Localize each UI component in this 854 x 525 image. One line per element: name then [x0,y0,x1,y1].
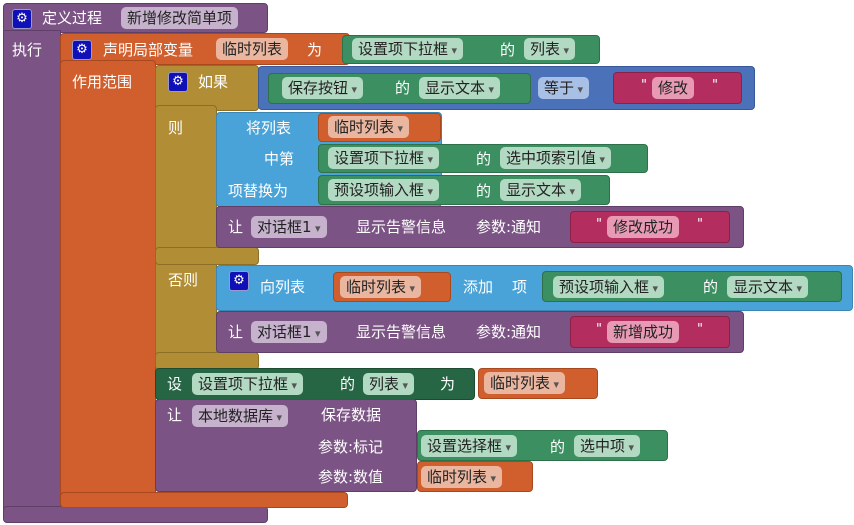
of-label: 的 [703,278,719,296]
component-dropdown[interactable]: 设置项下拉框 [352,38,464,60]
quote-mark: " [641,78,647,93]
method-label: 显示告警信息 [356,218,447,236]
to-label: 为 [440,375,456,393]
gear-icon[interactable]: ⚙ [12,9,32,29]
value-param-label: 参数:数值 [318,468,384,486]
component-dropdown[interactable]: 预设项输入框 [328,179,440,201]
procedure-body [3,30,61,515]
call-label: 让 [228,323,244,341]
quote-mark: " [697,217,703,232]
else-label: 否则 [168,271,199,289]
quote-mark: " [596,322,602,337]
of-label: 的 [476,182,492,200]
property-dropdown[interactable]: 显示文本 [500,179,582,201]
if-else-divider [155,247,259,265]
local-variable-footer [60,492,348,508]
property-dropdown[interactable]: 列表 [524,38,576,60]
property-dropdown[interactable]: 显示文本 [419,77,501,99]
add-list-label: 向列表 [260,278,306,296]
local-var-name-field[interactable]: 临时列表 [216,38,289,60]
property-dropdown[interactable]: 列表 [363,373,415,395]
component-dropdown[interactable]: 对话框1 [251,321,327,343]
text-field[interactable]: 修改 [652,77,695,99]
as-label: 为 [307,41,323,59]
do-label: 执行 [12,41,43,59]
local-variable-block[interactable] [60,33,350,65]
variable-dropdown[interactable]: 临时列表 [421,466,503,488]
call-label: 让 [167,406,183,424]
procedure-label: 定义过程 [42,9,103,27]
property-dropdown[interactable]: 选中项 [574,435,641,457]
add-label: 添加 [463,278,494,296]
property-dropdown[interactable]: 显示文本 [727,276,809,298]
local-variable-body [60,60,156,500]
param-label: 参数:通知 [476,323,542,341]
variable-dropdown[interactable]: 临时列表 [328,116,410,138]
property-dropdown[interactable]: 选中项索引值 [500,147,612,169]
local-var-label: 声明局部变量 [103,41,194,59]
method-label: 保存数据 [321,406,382,424]
set-label: 设 [167,375,183,393]
procedure-name-field[interactable]: 新增修改简单项 [121,7,239,29]
component-dropdown[interactable]: 保存按钮 [282,77,364,99]
call-label: 让 [228,218,244,236]
gear-icon[interactable]: ⚙ [168,72,188,92]
component-dropdown[interactable]: 对话框1 [251,216,327,238]
variable-dropdown[interactable]: 临时列表 [340,276,422,298]
of-label: 的 [395,79,411,97]
then-label: 则 [168,119,184,137]
text-field[interactable]: 修改成功 [607,216,680,238]
component-dropdown[interactable]: 设置选择框 [421,435,518,457]
of-label: 的 [500,41,516,59]
component-dropdown[interactable]: 本地数据库 [192,405,289,427]
item-label: 项 [512,278,528,296]
component-dropdown[interactable]: 预设项输入框 [553,276,665,298]
scope-label: 作用范围 [72,73,133,91]
text-field[interactable]: 新增成功 [607,321,680,343]
replace-label-list: 将列表 [246,119,292,137]
procedure-footer [3,506,268,523]
of-label: 的 [340,375,356,393]
component-dropdown[interactable]: 设置项下拉框 [328,147,440,169]
of-label: 的 [476,150,492,168]
method-label: 显示告警信息 [356,323,447,341]
quote-mark: " [596,217,602,232]
quote-mark: " [712,78,718,93]
tag-param-label: 参数:标记 [318,438,384,456]
component-dropdown[interactable]: 设置项下拉框 [192,373,304,395]
operator-dropdown[interactable]: 等于 [538,77,590,99]
replace-label-index: 中第 [264,150,295,168]
quote-mark: " [697,322,703,337]
replace-label-item: 项替换为 [228,182,289,200]
variable-dropdown[interactable]: 临时列表 [484,372,566,394]
if-body [155,105,217,370]
gear-icon[interactable]: ⚙ [229,271,249,291]
param-label: 参数:通知 [476,218,542,236]
if-label: 如果 [198,73,229,91]
of-label: 的 [550,438,566,456]
gear-icon[interactable]: ⚙ [72,40,92,60]
